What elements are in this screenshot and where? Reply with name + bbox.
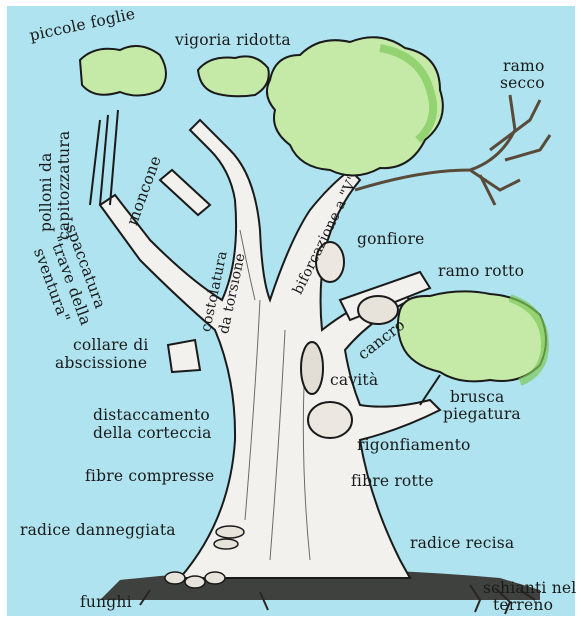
label-polloni-1: polloni da — [38, 152, 55, 232]
label-fibre-rotte: fibre rotte — [351, 473, 434, 490]
label-gonfiore: gonfiore — [357, 231, 424, 248]
label-brusca-1: brusca — [450, 389, 504, 406]
label-ramo-rotto: ramo rotto — [438, 263, 524, 280]
bulge — [308, 402, 352, 438]
label-collare-1: collare di — [73, 337, 149, 354]
label-collare-2: abscissione — [55, 355, 147, 372]
label-schianti-1: schianti nel — [483, 580, 576, 597]
label-distacco-2: della corteccia — [93, 425, 212, 442]
label-ramo-secco-2: secco — [500, 75, 545, 92]
label-radice-recisa: radice recisa — [410, 535, 514, 552]
label-vigoria-ridotta: vigoria ridotta — [175, 32, 291, 49]
cavity — [301, 342, 323, 394]
label-ramo-secco-1: ramo — [503, 58, 544, 75]
label-cavita: cavità — [330, 372, 378, 389]
label-funghi: funghi — [80, 594, 132, 611]
label-brusca-2: piegatura — [443, 406, 521, 423]
crown-reduced-vigor — [198, 56, 269, 96]
label-fibre-compresse: fibre compresse — [85, 468, 214, 485]
crown-small-leaves — [80, 46, 166, 96]
collare-stub — [168, 340, 200, 372]
label-schianti-2: terreno — [493, 597, 553, 614]
label-distacco-1: distaccamento — [93, 407, 210, 424]
label-rigonfiamento: rigonfiamento — [357, 437, 471, 454]
label-radice-danneggiata: radice danneggiata — [20, 522, 176, 539]
